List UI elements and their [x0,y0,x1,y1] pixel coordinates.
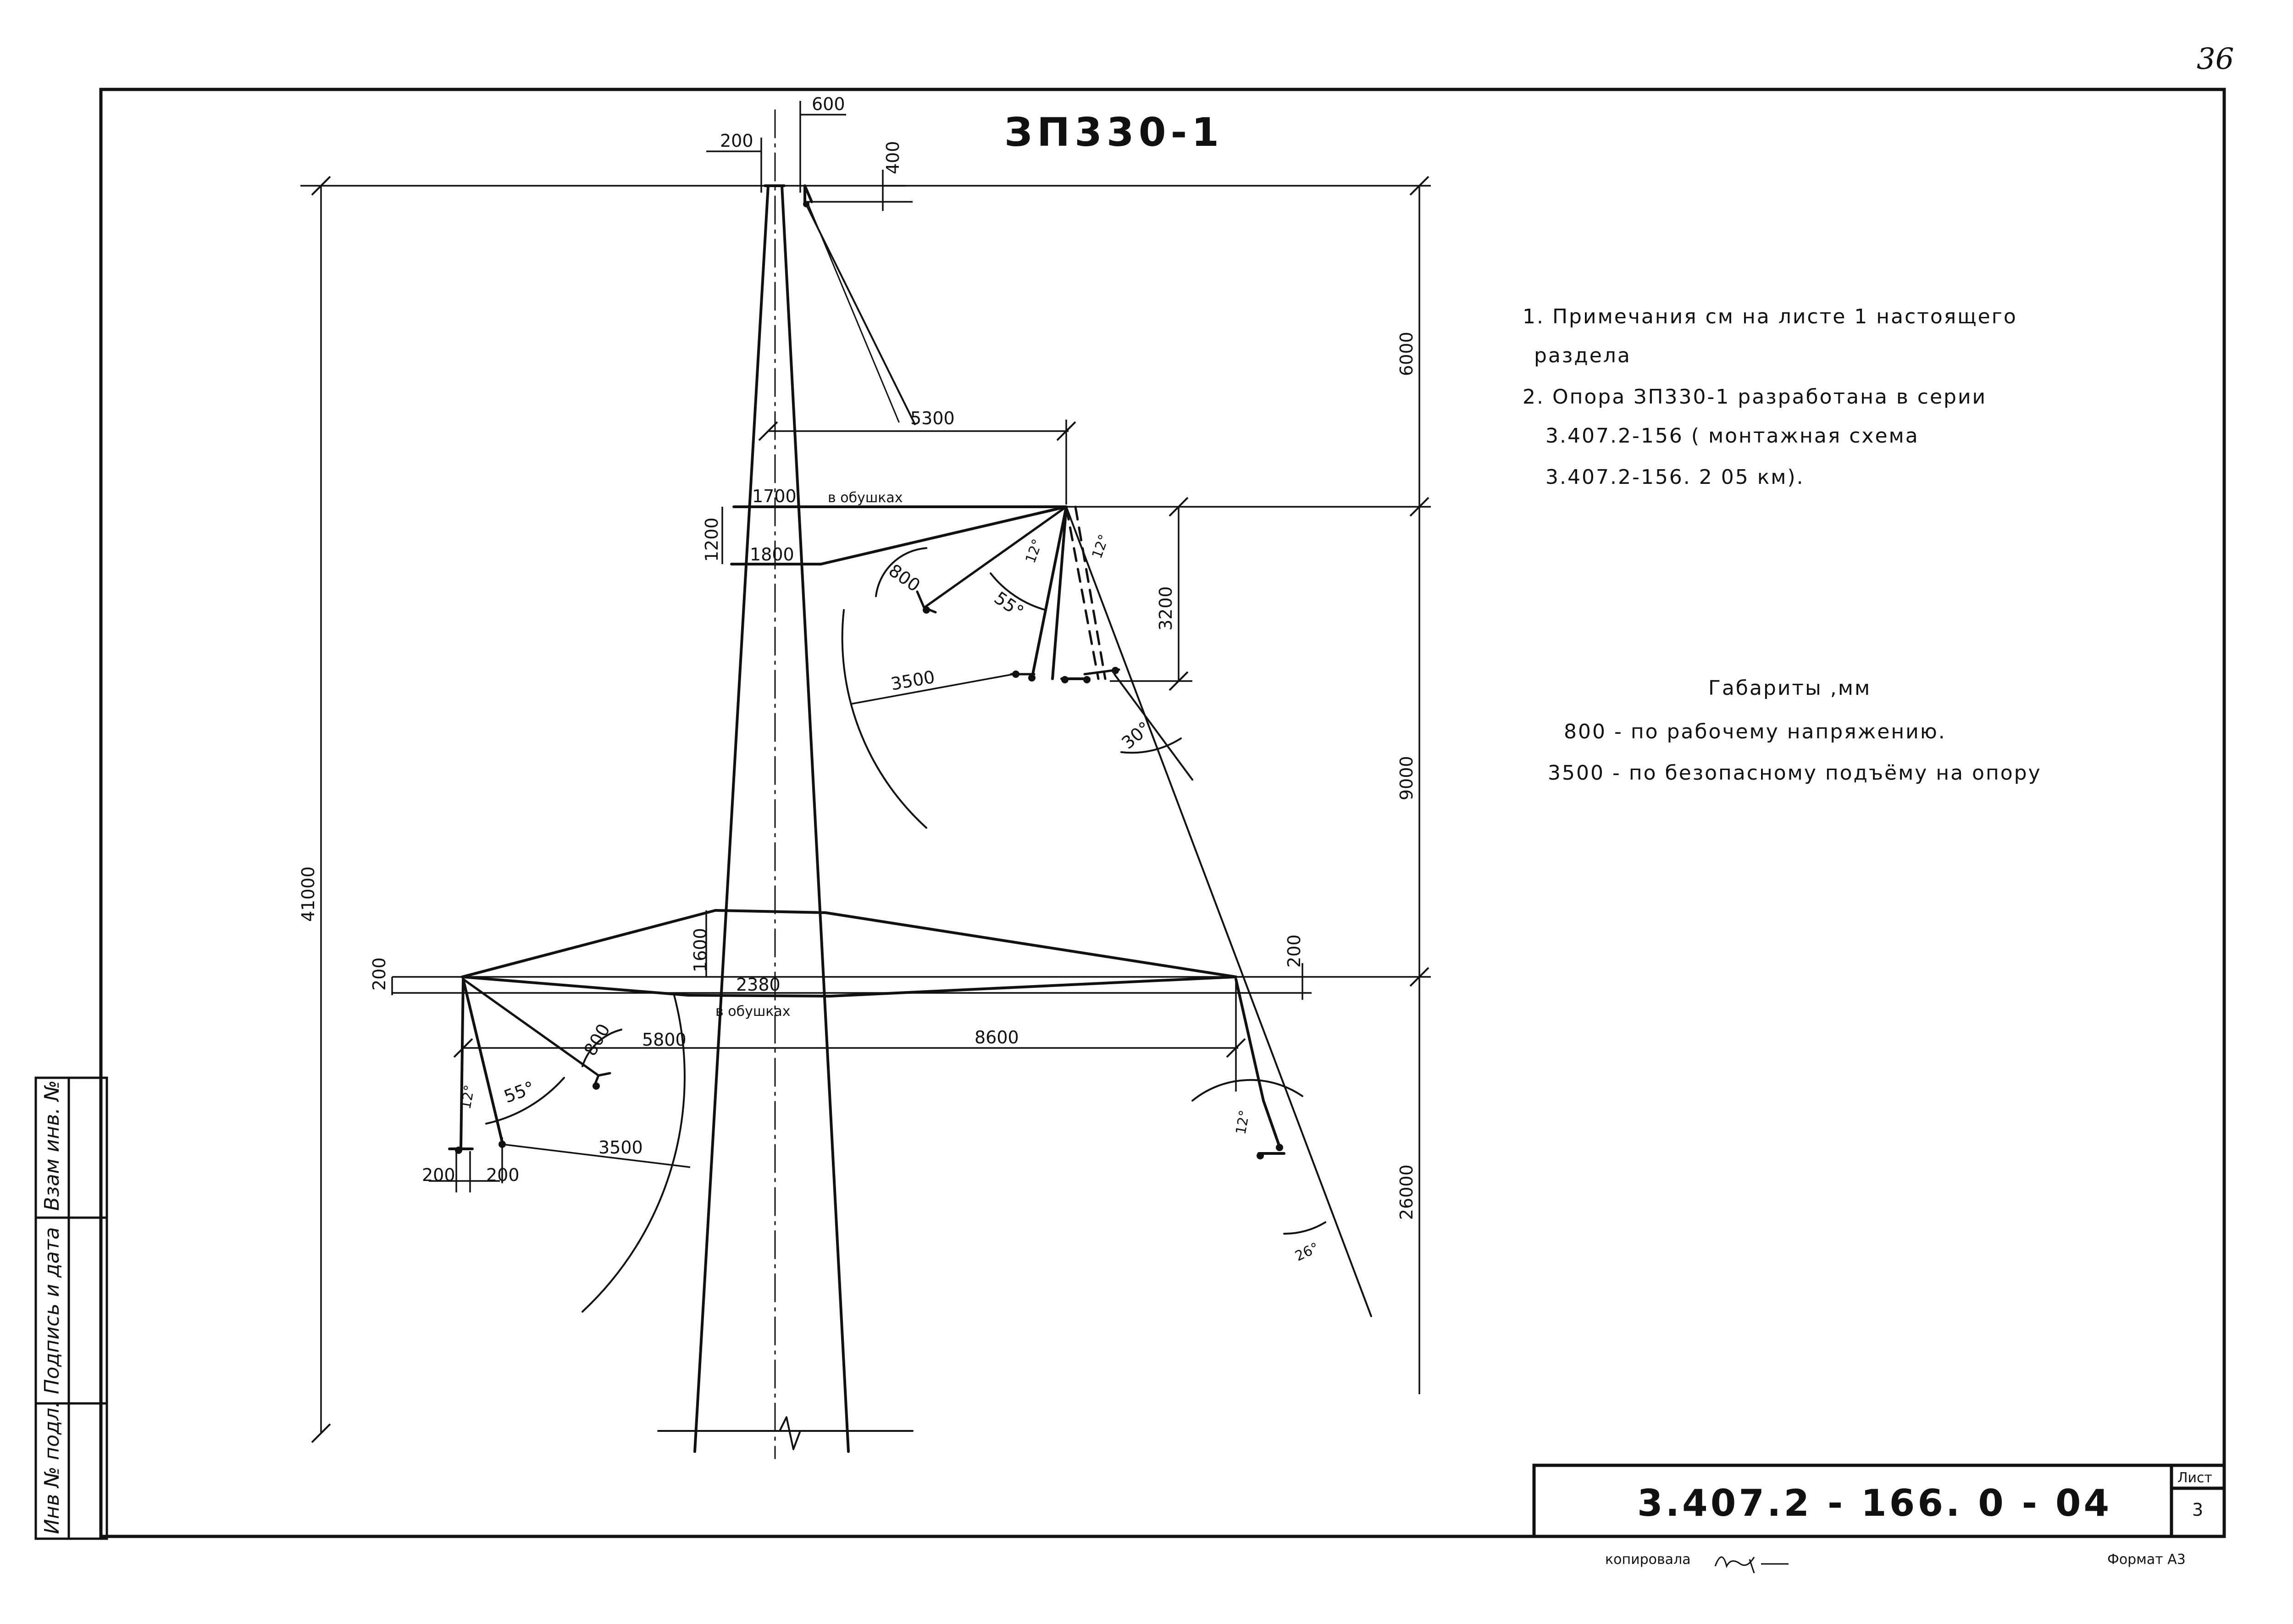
clearance-800: 800 - по рабочему напряжению. [1564,720,1946,743]
lightning-protection-line [1065,506,1372,1317]
angle-55-top: 55° [991,588,1027,622]
lower-crossarm [461,909,1237,998]
upper-crossarm [730,505,1068,565]
upper-swing-55 [923,505,1068,609]
dim-200-bottom-2: 200 [486,1165,520,1185]
page-number: 36 [2197,42,2234,76]
dim-1200: 1200 [702,517,722,562]
tower-drawing [448,109,1372,1459]
clearances: Габариты ,мм 800 - по рабочему напряжени… [1548,676,2042,785]
note-line-4: 3.407.2-156 ( монтажная схема [1545,424,1919,448]
dim-200-bottom-1: 200 [422,1165,455,1185]
dim-3200: 3200 [1156,586,1176,631]
dim-41000: 41000 [298,866,318,922]
upper-arc-3500 [841,609,927,829]
notes: 1. Примечания см на листе 1 настоящего р… [1523,305,2017,489]
upper-insulator-swing [1065,505,1107,680]
dim-9000: 9000 [1396,756,1417,800]
drawing-code: 3.407.2 - 166. 0 - 04 [1637,1482,2112,1524]
note-line-5: 3.407.2-156. 2 05 км). [1545,466,1805,489]
top-peak [803,184,813,203]
dim-1800: 1800 [750,544,794,565]
tower-shaft [693,184,850,1453]
dimension-lines [300,101,1431,1433]
dim-200-left: 200 [369,957,389,991]
note-line-2: раздела [1534,344,1631,367]
sheet-label: Лист [2177,1470,2212,1486]
angle-12-top-left: 12° [1023,537,1046,565]
side-stamp-vzam: Взам инв. № [40,1080,64,1211]
clearance-3500: 3500 - по безопасному подъёму на опору [1548,761,2042,785]
side-stamp-inv: Инв № подл. [40,1401,64,1534]
side-stamp [34,1076,108,1540]
angle-12-top-right: 12° [1089,532,1113,561]
left-lower-insulator [448,978,504,1150]
dim-5300: 5300 [910,408,955,428]
upper-arc-800 [875,547,927,597]
angle-12-bottom-right: 12° [1233,1109,1253,1136]
dim-400: 400 [883,141,903,174]
dim-200-top: 200 [720,131,753,151]
label-obushkah-top: в обушках [828,490,903,506]
dim-26000: 26000 [1396,1164,1417,1220]
dim-600: 600 [812,94,845,114]
dim-8600: 8600 [975,1027,1019,1048]
dim-3500-bottom: 3500 [598,1137,643,1158]
dim-1700: 1700 [752,486,797,506]
side-stamp-podpis: Подпись и дата [40,1227,64,1394]
dim-800-bottom: 800 [580,1020,614,1059]
dim-2380: 2380 [736,975,781,995]
sheet-frame [99,88,2226,1538]
dim-5800: 5800 [642,1030,687,1050]
lower-arc-3500 [582,994,686,1313]
dim-200-right: 200 [1284,934,1304,968]
footer-copied: копировала [1605,1552,1691,1568]
footer-format: Формат А3 [2107,1552,2186,1568]
drawing-title: ЗП330-1 [1004,110,1224,155]
clearances-heading: Габариты ,мм [1708,676,1871,700]
angle-55-bottom: 55° [501,1077,537,1107]
angle-26: 26° [1293,1240,1322,1264]
note-line-1: 1. Примечания см на листе 1 настоящего [1523,305,2017,328]
dimension-ticks [311,176,1429,1443]
dim-6000: 6000 [1396,332,1417,376]
note-line-3: 2. Опора ЗП330-1 разработана в серии [1523,385,1987,409]
copier-signature [1714,1556,1789,1574]
left-swing-55 [462,978,600,1077]
dimension-labels: 600 200 400 6000 5300 1700 в обушках 120… [298,94,1417,1264]
label-obushkah-bottom: в обушках [715,1003,791,1020]
angle-30: 30° [1118,718,1155,753]
dim-1600: 1600 [690,928,710,972]
sheet-number: 3 [2192,1500,2203,1520]
title-block [1532,1463,2226,1538]
